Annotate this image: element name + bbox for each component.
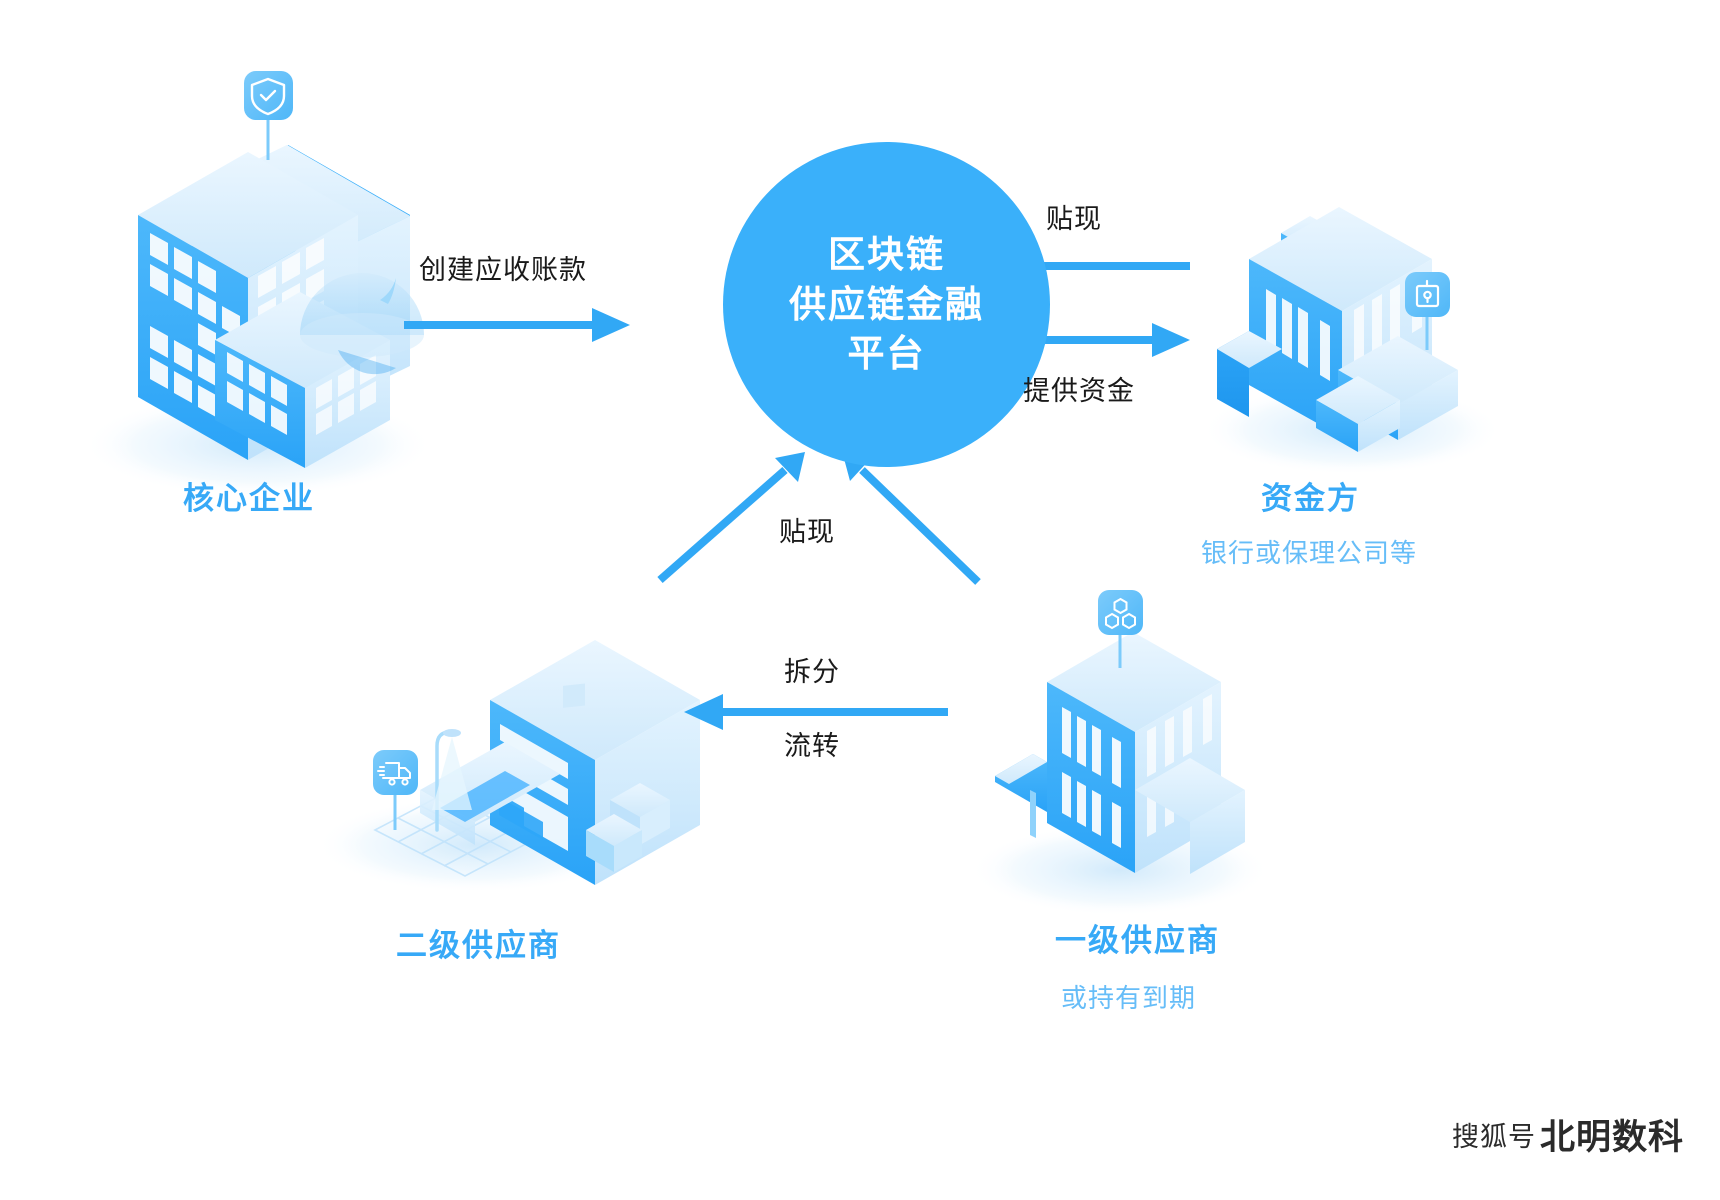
flow-label-split: 拆分 — [784, 657, 840, 687]
pin-tier1-supplier — [1098, 590, 1143, 635]
hub-line-3: 平台 — [847, 333, 926, 375]
watermark-prefix: 搜狐号 — [1451, 1122, 1536, 1152]
pin-funder — [1405, 272, 1450, 317]
blockchain-platform-hub[interactable]: 区块链 供应链金融 平台 — [723, 142, 1050, 467]
flow-label-create-receivable: 创建应收账款 — [419, 255, 587, 285]
node-title-tier2-supplier: 二级供应商 — [396, 928, 561, 963]
node-title-core-enterprise: 核心企业 — [183, 481, 315, 516]
illustration-tier1-supplier — [995, 590, 1245, 874]
arrow-discount-right — [842, 451, 981, 585]
flow-label-discount-suppliers: 贴现 — [779, 517, 835, 547]
node-sub-tier1-supplier: 或持有到期 — [1061, 983, 1197, 1013]
shield-check-icon — [250, 77, 286, 116]
hub-line-1: 区块链 — [828, 233, 945, 275]
illustration-funder — [1217, 207, 1458, 452]
arrow-create-receivable — [404, 308, 630, 342]
node-title-funder: 资金方 — [1261, 481, 1360, 516]
node-title-tier1-supplier: 一级供应商 — [1055, 923, 1220, 958]
bank-icon — [1415, 279, 1440, 308]
watermark-name: 北明数科 — [1539, 1118, 1684, 1157]
shadow-funder — [1202, 385, 1502, 475]
watermark: 搜狐号 北明数科 — [1452, 1109, 1684, 1160]
blockchain-hex-icon — [1105, 597, 1136, 630]
illustration-tier2-supplier — [373, 640, 700, 885]
shadow-tier1-supplier — [970, 824, 1270, 916]
node-sub-funder: 银行或保理公司等 — [1201, 538, 1418, 568]
illustration-core-enterprise — [138, 71, 424, 468]
street-lamp — [435, 730, 452, 832]
flow-label-provide-funds: 提供资金 — [1023, 376, 1135, 406]
truck-icon — [377, 762, 411, 786]
pin-core-enterprise — [244, 71, 293, 120]
flow-label-transfer: 流转 — [784, 731, 840, 761]
hub-line-2: 供应链金融 — [789, 283, 984, 325]
flow-label-discount-funder: 贴现 — [1046, 204, 1102, 234]
shadow-tier2-supplier — [316, 797, 636, 893]
pin-tier2-supplier — [373, 750, 418, 795]
